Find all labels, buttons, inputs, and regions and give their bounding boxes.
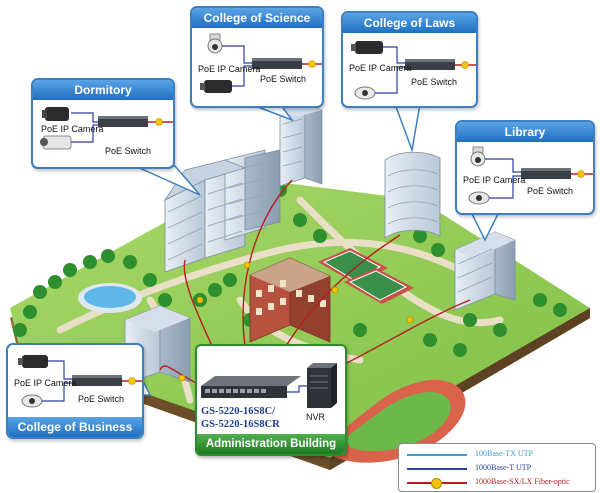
business-devices xyxy=(18,355,142,408)
fiber-port-icon xyxy=(155,118,163,126)
core-switch-icon xyxy=(201,376,301,398)
library-devices xyxy=(468,146,593,205)
switch-label: PoE Switch xyxy=(260,74,307,84)
camera-label: PoE IP Camera xyxy=(14,378,77,388)
callout-library: Library PoE IP Camera PoE Switch xyxy=(455,120,595,215)
speed-dome-camera-icon xyxy=(207,33,223,54)
callout-science: College of Science PoE IP Camera PoE Swi… xyxy=(190,6,324,108)
callout-laws: College of Laws PoE IP Camera PoE Switch xyxy=(341,11,478,108)
dome-camera-icon xyxy=(468,191,490,205)
legend-item-fiber: 1000Base-SX/LX Fiber-optic xyxy=(399,475,595,490)
dormitory-buildings xyxy=(163,149,281,273)
ip-camera-icon xyxy=(42,107,69,121)
trees xyxy=(13,183,567,357)
callout-business: PoE IP Camera PoE Switch College of Busi… xyxy=(6,343,144,439)
poe-switch-icon xyxy=(405,59,455,70)
dome-camera-icon xyxy=(21,394,43,408)
camera-label: PoE IP Camera xyxy=(349,63,412,73)
laws-building xyxy=(384,151,441,239)
legend-label: 1000Base-T UTP xyxy=(475,463,532,472)
running-track xyxy=(330,379,466,463)
legend-label: 100Base-TX UTP xyxy=(475,449,533,458)
poe-switch-icon xyxy=(98,116,148,127)
administration-callout: GS-5220-16S8C/ GS-5220-16S8CR NVR Admini… xyxy=(195,344,347,456)
speed-dome-camera-icon xyxy=(470,146,486,167)
ip-camera-icon xyxy=(351,41,383,54)
camera-label: PoE IP Camera xyxy=(198,64,261,74)
library-building xyxy=(454,231,516,311)
fiber-port-icon xyxy=(431,478,442,489)
callout-title: College of Business xyxy=(8,417,142,437)
switch-label: PoE Switch xyxy=(105,146,152,156)
ip-camera-icon xyxy=(40,135,72,150)
nvr-icon xyxy=(307,363,337,408)
admin-devices xyxy=(201,363,337,408)
administration-title: Administration Building xyxy=(197,434,345,454)
ip-camera-icon xyxy=(18,355,48,368)
camera-label: PoE IP Camera xyxy=(463,175,526,185)
legend-label: 1000Base-SX/LX Fiber-optic xyxy=(475,477,570,486)
camera-label: PoE IP Camera xyxy=(41,124,104,134)
poe-switch-icon xyxy=(252,58,302,69)
callout-title: College of Laws xyxy=(343,13,476,33)
legend: 100Base-TX UTP 1000Base-T UTP 1000Base-S… xyxy=(398,443,596,492)
switch-label: PoE Switch xyxy=(411,77,458,87)
fiber-link-markers xyxy=(178,261,414,382)
fiber-port-icon xyxy=(577,170,585,178)
nvr-label: NVR xyxy=(306,412,326,422)
callout-title: Library xyxy=(457,122,593,142)
administration-building xyxy=(249,257,331,343)
legend-line-swatch xyxy=(407,468,467,470)
science-devices xyxy=(200,33,322,93)
fiber-port-icon xyxy=(461,61,469,69)
fiber-port-icon xyxy=(128,377,136,385)
callout-title: College of Science xyxy=(192,8,322,28)
callout-title: Dormitory xyxy=(33,80,173,100)
switch-label: PoE Switch xyxy=(78,394,125,404)
poe-switch-icon xyxy=(72,375,122,386)
switch-label: PoE Switch xyxy=(527,186,574,196)
pond xyxy=(78,283,142,313)
ip-camera-icon xyxy=(200,80,232,93)
legend-item-1000base-t: 1000Base-T UTP xyxy=(399,461,595,476)
legend-line-swatch xyxy=(407,454,467,456)
poe-switch-icon xyxy=(521,168,571,179)
fiber-port-icon xyxy=(308,60,316,68)
laws-devices xyxy=(351,41,476,100)
dome-camera-icon xyxy=(354,86,376,100)
dormitory-devices xyxy=(40,107,173,150)
callout-dormitory: Dormitory PoE IP Camera PoE Switch xyxy=(31,78,175,169)
switch-model-line-1: GS-5220-16S8C/ xyxy=(201,406,276,417)
switch-model-line-2: GS-5220-16S8CR xyxy=(201,419,280,430)
legend-item-100base-tx: 100Base-TX UTP xyxy=(399,447,595,462)
tennis-courts xyxy=(318,248,414,304)
